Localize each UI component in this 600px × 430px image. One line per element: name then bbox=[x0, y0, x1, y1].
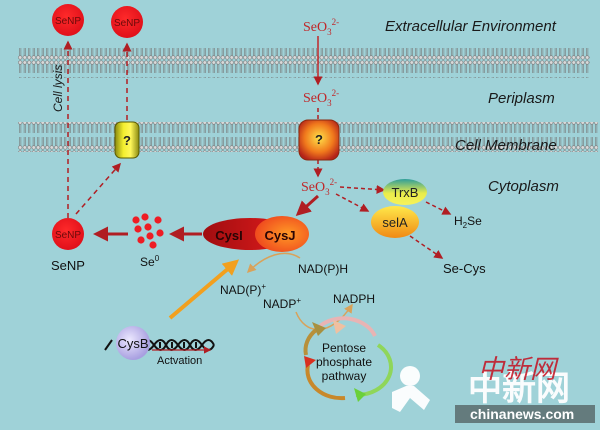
senp-extracellular-2 bbox=[111, 6, 143, 38]
cycle-arrowhead-tan bbox=[312, 322, 326, 336]
watermark-chinese: 中新网 bbox=[468, 369, 570, 409]
svg-text:SeO32-: SeO32- bbox=[303, 88, 339, 108]
senp-extracellular-1 bbox=[52, 4, 84, 36]
unknown-transporter-label: ? bbox=[315, 132, 323, 147]
sela-enzyme bbox=[371, 206, 419, 238]
region-label-extracellular: Extracellular Environment bbox=[385, 18, 557, 35]
senp-extracellular-2-label: SeNP bbox=[114, 18, 140, 29]
cycle-arrowhead-green bbox=[354, 388, 366, 402]
cysj-label: CysJ bbox=[264, 228, 295, 243]
arrow-senp-to-channel bbox=[75, 162, 121, 215]
selenite-cytoplasm: SeO32- bbox=[301, 177, 337, 197]
arrow-selenite-to-trxb bbox=[339, 185, 386, 194]
h2se-label: H2Se bbox=[454, 214, 482, 230]
senp-extracellular-1-label: SeNP bbox=[55, 16, 81, 27]
region-label-cytoplasm: Cytoplasm bbox=[488, 178, 559, 195]
unknown-transporter-inner bbox=[298, 119, 340, 161]
svg-text:SeO32-: SeO32- bbox=[303, 17, 339, 37]
pentose-phosphate-cycle bbox=[303, 316, 393, 401]
trxb-enzyme bbox=[383, 179, 427, 205]
senp-intracellular-label: SeNP bbox=[55, 230, 81, 241]
selenite-periplasm: SeO32- bbox=[303, 88, 339, 108]
watermark-site-bg bbox=[455, 405, 595, 423]
region-label-membrane: Cell Membrane bbox=[455, 137, 557, 154]
senp-intracellular bbox=[52, 218, 84, 250]
export-channel-label: ? bbox=[123, 133, 131, 148]
cell-lysis-label: Cell lysis bbox=[51, 65, 65, 112]
cysi-label: CysI bbox=[215, 228, 242, 243]
selenite-extracellular: SeO32- bbox=[303, 17, 339, 37]
ppp-label-line2: phosphate bbox=[316, 355, 372, 369]
nadp-plus-label-1: NAD(P)+ bbox=[220, 282, 266, 297]
outer-membrane-right bbox=[320, 48, 590, 78]
arrow-trxb-to-h2se bbox=[425, 201, 452, 215]
watermark-red-chinese: 中新网 bbox=[478, 355, 559, 385]
se0-label: Se0 bbox=[140, 254, 160, 269]
cysb-label: CysB bbox=[117, 336, 148, 351]
arrow-sela-to-secys bbox=[409, 235, 444, 259]
sela-label: selA bbox=[382, 215, 408, 230]
nadph-to-nadp-curve bbox=[246, 252, 301, 274]
arrow-cysb-to-cysij bbox=[168, 259, 240, 320]
watermark-site: chinanews.com bbox=[470, 406, 574, 422]
arrow-selenite-to-sela bbox=[335, 193, 370, 212]
watermark: 中新网 中新网 chinanews.com bbox=[392, 355, 595, 423]
activation-label: Actvation bbox=[157, 355, 202, 367]
cycle-arrowhead-red bbox=[304, 356, 316, 368]
nadph-label: NAD(P)H bbox=[298, 262, 348, 276]
se0-particles bbox=[132, 213, 164, 249]
cysj-enzyme bbox=[255, 216, 309, 252]
trxb-label: TrxB bbox=[392, 185, 419, 200]
cycle-arrowhead-peach bbox=[333, 320, 346, 334]
ppp-label-line3: pathway bbox=[322, 369, 367, 383]
arrow-selenite-to-cysj bbox=[295, 194, 320, 217]
senp-caption: SeNP bbox=[51, 258, 85, 273]
dna-strand-left bbox=[104, 339, 113, 351]
export-channel bbox=[114, 121, 140, 159]
dna-helix bbox=[141, 339, 215, 351]
region-label-periplasm: Periplasm bbox=[488, 90, 555, 107]
ppp-label-line1: Pentose bbox=[322, 341, 366, 355]
nadph-label-2: NADPH bbox=[333, 292, 375, 306]
nadp-plus-label-2: NADP+ bbox=[263, 296, 301, 311]
secys-label: Se-Cys bbox=[443, 261, 486, 276]
cysb-protein bbox=[116, 326, 150, 360]
watermark-logo-icon bbox=[392, 366, 430, 412]
svg-text:SeO32-: SeO32- bbox=[301, 177, 337, 197]
